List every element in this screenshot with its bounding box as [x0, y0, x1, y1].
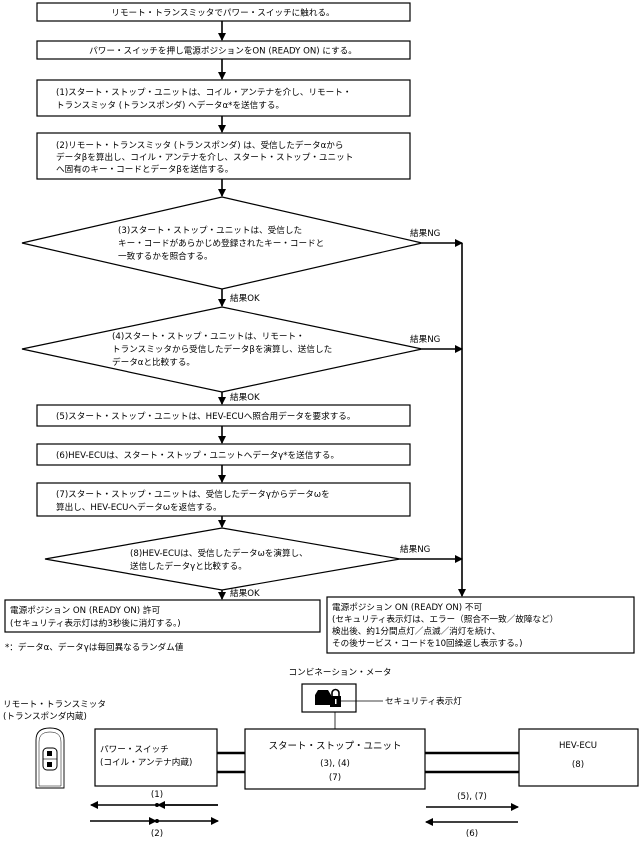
- step2-line: へ固有のキー・コードとデータβを送信する。: [56, 163, 233, 175]
- step3-line: 一致するかを照合する。: [118, 250, 213, 262]
- step4-line: データαと比較する。: [112, 356, 195, 368]
- step-press-text: パワー・スイッチを押し電源ポジションをON (READY ON) にする。: [89, 45, 357, 57]
- step6-text: (6)HEV-ECUは、スタート・ストップ・ユニットへデータγ*を送信する。: [56, 449, 339, 461]
- step-touch-text: リモート・トランスミッタでパワー・スイッチに触れる。: [111, 7, 334, 19]
- power-switch-label: (コイル・アンテナ内蔵): [100, 756, 192, 768]
- car-lock-icon: [315, 688, 341, 707]
- step3-decision: (3)スタート・ストップ・ユニットは、受信した キー・コードがあらかじめ登録され…: [21, 196, 440, 304]
- step7-line: 算出し、HEV-ECUへデータωを返信する。: [56, 501, 222, 513]
- step1-line: (1)スタート・ストップ・ユニットは、コイル・アンテナを介し、リモート・: [56, 87, 351, 98]
- ng-box-line: 電源ポジション ON (READY ON) 不可: [332, 602, 482, 613]
- step1-box: (1)スタート・ストップ・ユニットは、コイル・アンテナを介し、リモート・ トラン…: [36, 79, 411, 117]
- power-switch-box: [94, 728, 218, 787]
- step7-box: (7)スタート・ストップ・ユニットは、受信したデータγからデータωを 算出し、H…: [36, 482, 411, 517]
- security-lamp-label: セキュリティ表示灯: [385, 695, 462, 707]
- start-stop-unit-box: [244, 728, 426, 790]
- step5-box: (5)スタート・ストップ・ユニットは、HEV-ECUへ照合用データを要求する。: [36, 404, 411, 427]
- step2-line: データβを算出し、コイル・アンテナを介し、スタート・ストップ・ユニット: [56, 151, 353, 163]
- result-ok-label: 結果OK: [230, 391, 260, 403]
- result-ng-label: 結果NG: [400, 543, 430, 555]
- start-stop-unit-steps: (7): [329, 773, 341, 783]
- step-touch-box: リモート・トランスミッタでパワー・スイッチに触れる。: [36, 2, 411, 22]
- ng-box-line: 検出後、約1分間点灯／点滅／消灯を続け、: [332, 625, 500, 637]
- ready-on-denied-box: 電源ポジション ON (READY ON) 不可 (セキュリティ表示灯は、エラー…: [326, 596, 635, 654]
- step3-line: (3)スタート・ストップ・ユニットは、受信した: [118, 224, 302, 236]
- hev-ecu-box: [518, 728, 639, 787]
- step7-line: (7)スタート・ストップ・ユニットは、受信したデータγからデータωを: [56, 488, 330, 500]
- step8-line: (8)HEV-ECUは、受信したデータωを演算し、: [130, 547, 308, 559]
- step2-line: (2)リモート・トランスミッタ (トランスポンダ) は、受信したデータαから: [56, 139, 343, 151]
- arrow-label-5-7: (5), (7): [457, 792, 487, 802]
- hev-ecu-label: HEV-ECU: [559, 741, 597, 751]
- ng-box-line: その後サービス・コードを10回繰返し表示する。): [332, 637, 522, 649]
- ok-box-line: 電源ポジション ON (READY ON) 許可: [10, 604, 160, 616]
- step3-line: キー・コードがあらかじめ登録されたキー・コードと: [118, 237, 324, 249]
- step4-line: (4)スタート・ストップ・ユニットは、リモート・: [112, 331, 305, 342]
- arrow-label-1: (1): [151, 790, 163, 800]
- step1-line: トランスミッタ (トランスポンダ) へデータα*を送信する。: [56, 99, 284, 111]
- flow-connectors: [218, 21, 466, 600]
- ng-box-line: (セキュリティ表示灯は、エラー（照合不一致／故障など）: [332, 613, 558, 625]
- step-press-box: パワー・スイッチを押し電源ポジションをON (READY ON) にする。: [36, 40, 411, 60]
- step8-decision: (8)HEV-ECUは、受信したデータωを演算し、 送信したデータγと比較する。…: [44, 527, 430, 599]
- step4-line: トランスミッタから受信したデータβを演算し、送信した: [112, 343, 332, 355]
- key-fob-icon: [35, 727, 65, 789]
- remote-label: リモート・トランスミッタ: [3, 699, 106, 710]
- hev-ecu-steps: (8): [572, 760, 584, 770]
- power-switch-label: パワー・スイッチ: [100, 744, 169, 755]
- start-stop-unit-steps: (3), (4): [320, 759, 350, 769]
- result-ok-label: 結果OK: [230, 292, 260, 304]
- remote-label: (トランスポンダ内蔵): [3, 710, 87, 722]
- result-ok-label: 結果OK: [230, 587, 260, 599]
- step8-line: 送信したデータγと比較する。: [130, 560, 247, 572]
- result-ng-label: 結果NG: [410, 333, 440, 345]
- meter-label: コンビネーション・メータ: [289, 667, 392, 678]
- step6-box: (6)HEV-ECUは、スタート・ストップ・ユニットへデータγ*を送信する。: [36, 443, 411, 466]
- step4-decision: (4)スタート・ストップ・ユニットは、リモート・ トランスミッタから受信したデー…: [21, 306, 440, 403]
- result-ng-label: 結果NG: [410, 227, 440, 239]
- arrow-label-2: (2): [151, 829, 163, 839]
- ready-on-permitted-box: 電源ポジション ON (READY ON) 許可 (セキュリティ表示灯は約3秒後…: [4, 599, 321, 633]
- system-diagram: コンビネーション・メータ セキュリティ表示灯 リモート・トランスミッタ (トラン…: [3, 667, 639, 839]
- footnote: *：データα、データγは毎回異なるランダム値: [5, 641, 184, 653]
- ok-box-line: (セキュリティ表示灯は約3秒後に消灯する。): [10, 617, 181, 629]
- arrow-label-6: (6): [466, 829, 478, 839]
- step5-text: (5)スタート・ストップ・ユニットは、HEV-ECUへ照合用データを要求する。: [56, 410, 355, 422]
- step2-box: (2)リモート・トランスミッタ (トランスポンダ) は、受信したデータαから デ…: [36, 132, 411, 180]
- start-stop-unit-label: スタート・ストップ・ユニット: [268, 741, 401, 752]
